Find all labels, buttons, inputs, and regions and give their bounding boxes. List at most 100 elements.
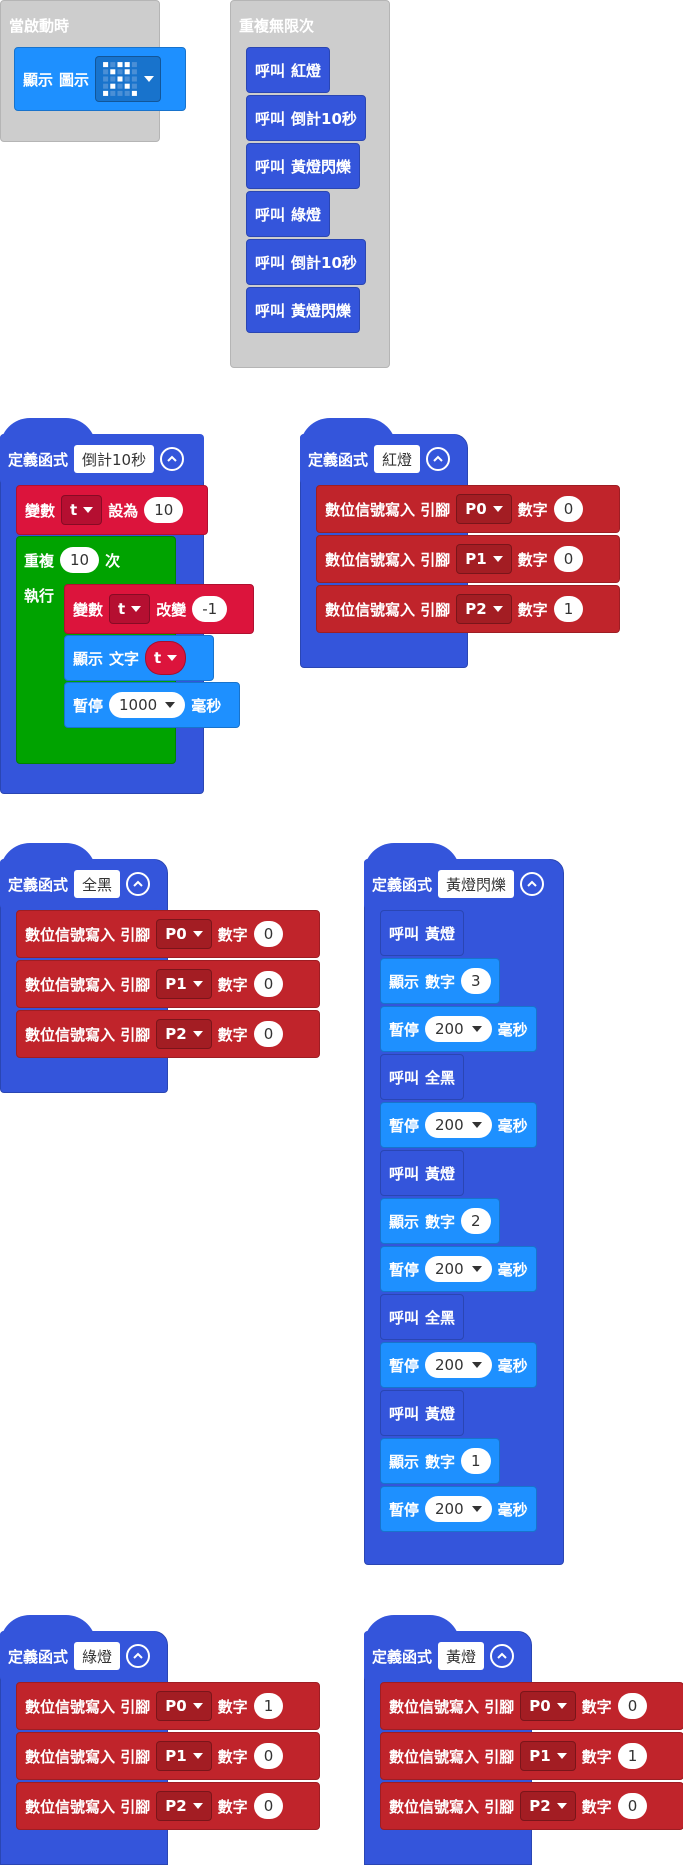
digital-write-block[interactable]: 數位信號寫入 引腳 P2 數字 0 [16,1010,320,1058]
digital-write-block[interactable]: 數位信號寫入 引腳 P1 數字 1 [380,1732,683,1780]
call-function-block[interactable]: 呼叫 黃燈 [380,1150,465,1196]
pin-dropdown[interactable]: P1 [520,1741,576,1771]
show-number-block[interactable]: 顯示 數字 2 [380,1198,500,1244]
pause-duration-dropdown[interactable]: 200 [425,1256,492,1282]
digital-write-block[interactable]: 數位信號寫入 引腳 P0 數字 1 [16,1682,320,1730]
set-variable-block[interactable]: 變數 t 設為 10 [16,485,208,535]
pause-duration-dropdown[interactable]: 200 [425,1016,492,1042]
number-field[interactable]: 1 [461,1448,491,1474]
pin-value-field[interactable]: 0 [617,1793,648,1819]
pause-duration-dropdown[interactable]: 200 [425,1352,492,1378]
digital-write-block[interactable]: 數位信號寫入 引腳 P1 數字 0 [16,1732,320,1780]
digital-write-label: 數位信號寫入 引腳 [325,550,451,569]
show-string-block[interactable]: 顯示 文字 t [64,635,214,681]
pause-label: 暫停 [73,696,104,715]
pin-value-field[interactable]: 1 [617,1743,648,1769]
digital-write-block[interactable]: 數位信號寫入 引腳 P2 數字 1 [316,585,620,633]
digital-write-block[interactable]: 數位信號寫入 引腳 P0 數字 0 [380,1682,683,1730]
pause-block[interactable]: 暫停 200 毫秒 [380,1342,537,1388]
pin-dropdown[interactable]: P0 [520,1691,576,1721]
pin-value-field[interactable]: 0 [253,971,284,997]
variable-dropdown[interactable]: t [61,495,103,525]
function-name-field[interactable]: 黃燈 [438,1642,485,1670]
show-icon-block[interactable]: 顯示 圖示 [14,47,186,111]
set-value-field[interactable]: 10 [144,497,184,523]
pin-value-field[interactable]: 0 [253,1793,284,1819]
red-define-row[interactable]: 定義函式 紅燈 [300,434,459,484]
green-define-row[interactable]: 定義函式 綠燈 [0,1631,159,1681]
function-name-field[interactable]: 綠燈 [74,1642,121,1670]
pin-dropdown[interactable]: P2 [156,1019,212,1049]
pin-dropdown[interactable]: P1 [456,544,512,574]
pin-dropdown[interactable]: P1 [156,1741,212,1771]
show-number-block[interactable]: 顯示 數字 1 [380,1438,500,1484]
show-label: 顯示 [73,649,104,668]
call-function-block[interactable]: 呼叫 黃燈 [380,910,465,956]
pause-block[interactable]: 暫停 200 毫秒 [380,1006,537,1052]
chevron-down-icon [192,931,203,937]
countdown-define-row[interactable]: 定義函式 倒計10秒 [0,434,204,484]
pin-dropdown[interactable]: P0 [156,919,212,949]
pin-value-field[interactable]: 0 [553,496,584,522]
collapse-icon[interactable] [426,447,451,471]
repeat-count-field[interactable]: 10 [60,547,100,573]
pin-dropdown[interactable]: P0 [456,494,512,524]
digital-write-block[interactable]: 數位信號寫入 引腳 P0 數字 0 [16,910,320,958]
change-value-field[interactable]: -1 [192,596,228,622]
function-name-field[interactable]: 紅燈 [374,445,421,473]
pause-duration-dropdown[interactable]: 1000 [109,692,186,718]
digital-write-block[interactable]: 數位信號寫入 引腳 P1 數字 0 [316,535,620,583]
collapse-icon[interactable] [126,872,151,896]
call-function-block[interactable]: 呼叫 倒計10秒 [246,239,366,285]
variable-dropdown[interactable]: t [109,594,151,624]
pin-value-field[interactable]: 0 [553,546,584,572]
call-function-block[interactable]: 呼叫 全黑 [380,1294,465,1340]
pin-value-field[interactable]: 0 [253,1021,284,1047]
number-field[interactable]: 3 [461,968,491,994]
pin-dropdown[interactable]: P0 [156,1691,212,1721]
function-name-field[interactable]: 黃燈閃爍 [438,870,515,898]
collapse-icon[interactable] [126,1644,151,1668]
call-function-block[interactable]: 呼叫 紅燈 [246,47,331,93]
show-label: 顯示 [389,1212,420,1231]
change-variable-block[interactable]: 變數 t 改變 -1 [64,584,254,634]
pin-value-field[interactable]: 1 [253,1693,284,1719]
pin-value-field[interactable]: 0 [253,921,284,947]
collapse-icon[interactable] [520,872,545,896]
call-function-block[interactable]: 呼叫 綠燈 [246,191,331,237]
digital-write-block[interactable]: 數位信號寫入 引腳 P2 數字 0 [16,1782,320,1830]
call-function-block[interactable]: 呼叫 黃燈閃爍 [246,287,361,333]
chevron-down-icon [492,606,503,612]
pause-block[interactable]: 暫停 200 毫秒 [380,1102,537,1148]
function-name-field[interactable]: 全黑 [74,870,121,898]
collapse-icon[interactable] [160,447,185,471]
digital-write-block[interactable]: 數位信號寫入 引腳 P0 數字 0 [316,485,620,533]
call-function-block[interactable]: 呼叫 黃燈閃爍 [246,143,361,189]
pause-block[interactable]: 暫停 1000 毫秒 [64,682,240,728]
yellow-define-row[interactable]: 定義函式 黃燈 [364,1631,523,1681]
pause-block[interactable]: 暫停 200 毫秒 [380,1486,537,1532]
function-name-field[interactable]: 倒計10秒 [74,445,155,473]
blink-define-row[interactable]: 定義函式 黃燈閃爍 [364,859,553,909]
call-function-block[interactable]: 呼叫 倒計10秒 [246,95,366,141]
call-function-block[interactable]: 呼叫 全黑 [380,1054,465,1100]
pin-value-field[interactable]: 0 [253,1743,284,1769]
pin-dropdown[interactable]: P1 [156,969,212,999]
digital-write-block[interactable]: 數位信號寫入 引腳 P1 數字 0 [16,960,320,1008]
black-define-row[interactable]: 定義函式 全黑 [0,859,159,909]
variable-reporter[interactable]: t [145,641,187,675]
collapse-icon[interactable] [490,1644,515,1668]
pin-value-field[interactable]: 0 [617,1693,648,1719]
pause-duration-dropdown[interactable]: 200 [425,1496,492,1522]
call-function-block[interactable]: 呼叫 黃燈 [380,1390,465,1436]
pin-dropdown[interactable]: P2 [156,1791,212,1821]
show-number-block[interactable]: 顯示 數字 3 [380,958,500,1004]
pin-dropdown[interactable]: P2 [456,594,512,624]
number-field[interactable]: 2 [461,1208,491,1234]
pause-duration-dropdown[interactable]: 200 [425,1112,492,1138]
pin-dropdown[interactable]: P2 [520,1791,576,1821]
pause-block[interactable]: 暫停 200 毫秒 [380,1246,537,1292]
digital-write-block[interactable]: 數位信號寫入 引腳 P2 數字 0 [380,1782,683,1830]
pin-value-field[interactable]: 1 [553,596,584,622]
icon-picker[interactable] [95,56,162,102]
